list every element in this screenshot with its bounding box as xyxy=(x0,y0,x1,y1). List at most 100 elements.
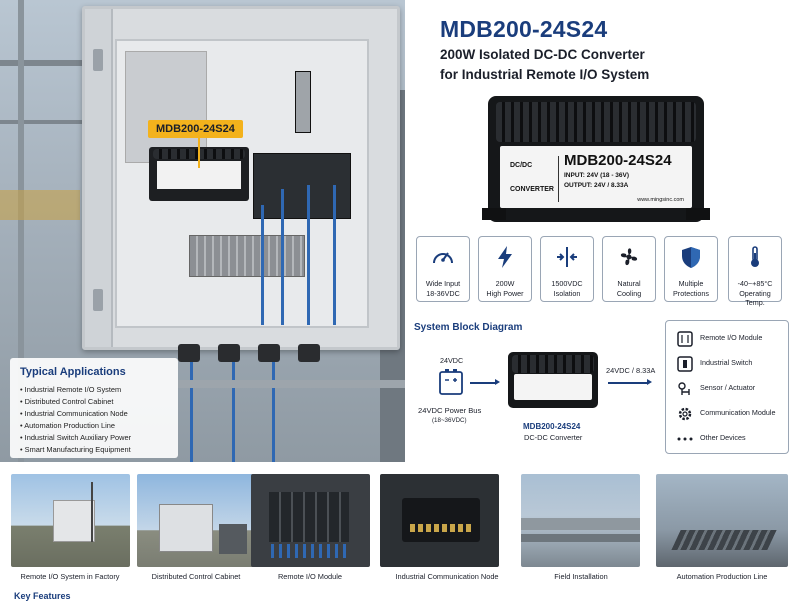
output-label: 24VDC / 8.33A xyxy=(606,366,656,375)
load-label: Communication Module xyxy=(700,408,776,417)
gallery-caption: Remote I/O Module xyxy=(277,572,343,581)
feature-title: Natural xyxy=(617,279,641,288)
control-cabinet xyxy=(82,6,400,350)
typical-applications-panel: Typical Applications Industrial Remote I… xyxy=(10,358,178,458)
load-item: Other Devices xyxy=(674,431,786,447)
hinge xyxy=(93,289,103,311)
outdoor-cabinet xyxy=(53,500,95,542)
terminal-blocks xyxy=(189,235,305,277)
gear-icon xyxy=(678,407,692,421)
key-features-heading: Key Features xyxy=(14,591,71,601)
din-device xyxy=(295,71,311,133)
stand-rail xyxy=(176,380,405,388)
converter-diagram-image xyxy=(508,352,598,408)
structure-column xyxy=(18,0,24,462)
conveyor xyxy=(671,530,777,550)
gallery-photo xyxy=(380,474,499,567)
thermometer-icon xyxy=(751,246,759,267)
list-item: Smart Manufacturing Equipment xyxy=(20,444,131,456)
gland xyxy=(258,344,280,362)
equipment xyxy=(219,524,247,554)
shield-icon xyxy=(682,247,700,268)
feature-card-protections: Multiple Protections xyxy=(664,236,718,302)
nameplate-type: DC/DC CONVERTER xyxy=(506,156,559,202)
load-item: Remote I/O Module xyxy=(674,331,786,347)
page-subtitle: for Industrial Remote I/O System xyxy=(440,67,650,82)
list-item: Industrial Communication Node xyxy=(20,408,131,420)
nameplate-model: MDB200-24S24 xyxy=(564,152,672,169)
mini-nameplate xyxy=(514,374,592,400)
page-title: MDB200-24S24 xyxy=(440,16,608,42)
antenna xyxy=(91,482,93,542)
cable xyxy=(261,205,264,325)
cable xyxy=(190,362,193,462)
gallery-photo xyxy=(11,474,130,567)
battery-icon xyxy=(439,369,463,395)
arrow-right xyxy=(470,379,500,385)
load-label: Other Devices xyxy=(700,433,746,442)
load-label: Industrial Switch xyxy=(700,358,753,367)
heatsink-fins xyxy=(512,355,594,373)
product-callout: MDB200-24S24 xyxy=(148,120,243,138)
feature-detail: Cooling xyxy=(616,289,642,298)
feature-detail: Isolation xyxy=(553,289,581,298)
gallery-photo xyxy=(521,474,640,567)
switch-icon xyxy=(677,356,693,372)
ports xyxy=(410,524,472,532)
io-modules xyxy=(253,153,351,219)
nameplate-output: OUTPUT: 24V / 8.33A xyxy=(564,182,629,189)
list-item: Distributed Control Cabinet xyxy=(20,396,131,408)
input-voltage-label: 24VDC xyxy=(440,356,464,365)
mounting-plate xyxy=(125,51,207,163)
gallery-photo xyxy=(137,474,256,567)
loads-panel: Remote I/O Module Industrial Switch Sens… xyxy=(665,320,789,454)
io-module-icon xyxy=(677,331,693,347)
feature-detail: 18-36VDC xyxy=(426,289,460,298)
nameplate-input: INPUT: 24V (18 - 36V) xyxy=(564,172,630,179)
gallery-photo xyxy=(251,474,370,567)
power-bus-label: 24VDC Power Bus xyxy=(418,406,482,415)
mounting-foot xyxy=(686,208,710,220)
converter-body: DC/DC CONVERTER MDB200-24S24 INPUT: 24V … xyxy=(488,96,704,222)
list-item: Industrial Switch Auxiliary Power xyxy=(20,432,131,444)
gallery-caption: Automation Production Line xyxy=(676,572,768,581)
mounting-foot xyxy=(482,208,506,220)
cabinet-door xyxy=(85,9,113,347)
control-shelter xyxy=(159,504,213,552)
feature-detail: Protections xyxy=(673,289,709,298)
feature-title: 1500VDC xyxy=(551,279,583,288)
product-image: DC/DC CONVERTER MDB200-24S24 INPUT: 24V … xyxy=(482,96,710,222)
heatsink-fins xyxy=(496,102,696,142)
cable xyxy=(333,185,336,325)
lightning-icon xyxy=(498,246,512,268)
converter-type: DC-DC Converter xyxy=(524,433,583,442)
gallery-caption: Distributed Control Cabinet xyxy=(151,572,241,581)
pipeline xyxy=(521,534,640,542)
application-gallery: Remote I/O System in Factory Distributed… xyxy=(0,466,800,600)
list-item: Industrial Remote I/O System xyxy=(20,384,131,396)
feature-card-power: 200W High Power xyxy=(478,236,532,302)
gallery-caption: Field Installation xyxy=(554,572,608,581)
load-item: Sensor / Actuator xyxy=(674,381,786,397)
feature-detail: High Power xyxy=(486,289,524,298)
gland xyxy=(218,344,240,362)
gland xyxy=(298,344,320,362)
nameplate-url: www.mingsinc.com xyxy=(637,197,684,203)
cable xyxy=(272,362,275,462)
block-diagram-heading: System Block Diagram xyxy=(414,322,523,333)
cabinet-interior xyxy=(115,39,369,328)
gallery-caption: Remote I/O System in Factory xyxy=(20,572,120,581)
load-label: Remote I/O Module xyxy=(700,333,763,342)
hinge xyxy=(93,49,103,71)
wiring xyxy=(271,544,351,558)
applications-heading: Typical Applications xyxy=(20,366,126,378)
applications-list: Industrial Remote I/O System Distributed… xyxy=(20,384,131,456)
cable xyxy=(281,189,284,325)
nameplate-type-bottom: CONVERTER xyxy=(510,186,554,193)
feature-title: -40~+85°C xyxy=(737,279,773,288)
feature-card-wide-input: Wide Input 18-36VDC xyxy=(416,236,470,302)
feature-card-isolation: 1500VDC Isolation xyxy=(540,236,594,302)
list-item: Automation Production Line xyxy=(20,420,131,432)
cable-glands xyxy=(178,344,405,362)
load-item: Industrial Switch xyxy=(674,356,786,372)
